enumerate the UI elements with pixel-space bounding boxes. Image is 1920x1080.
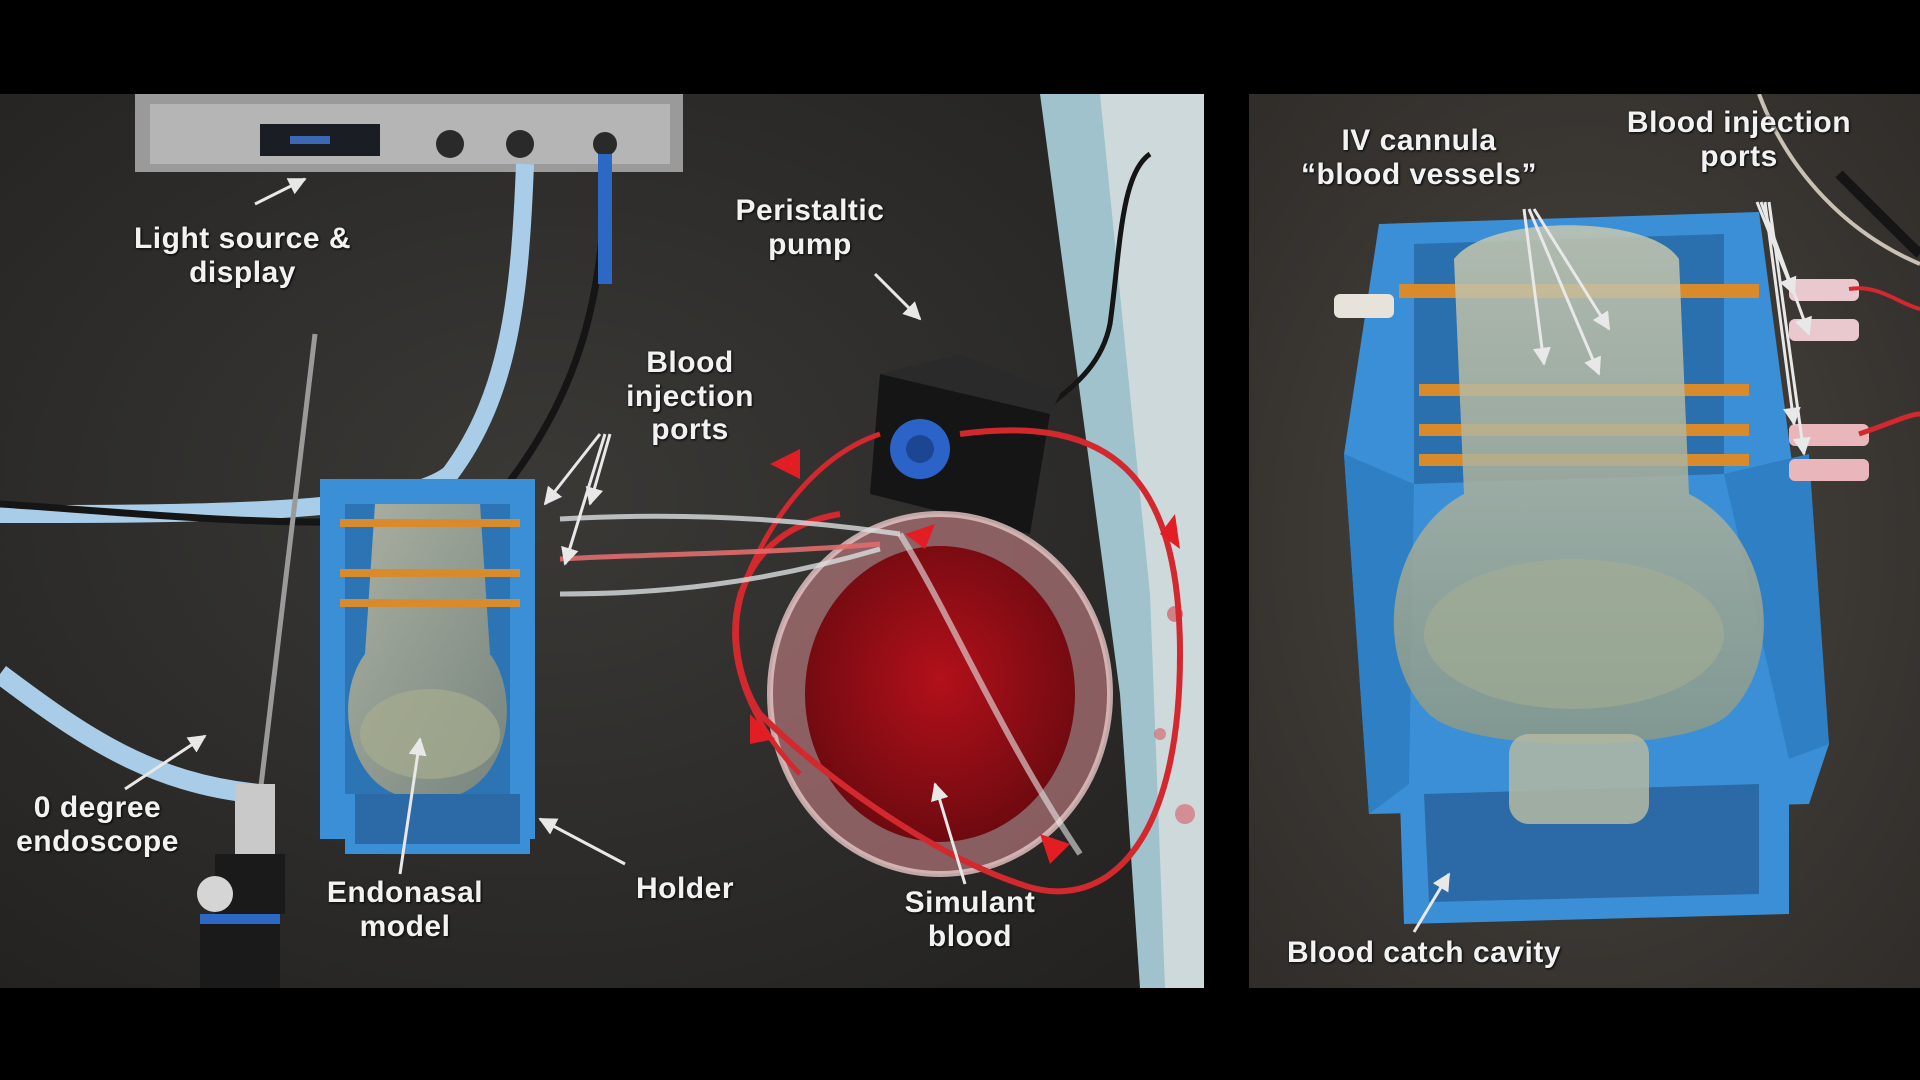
setup-photo-panel: Light source & display Peristaltic pump … — [0, 94, 1204, 988]
annotation-arrows — [124, 177, 967, 885]
endonasal-model — [1393, 225, 1764, 824]
light-source-device — [135, 94, 683, 172]
holder-closeup-panel: IV cannula “blood vessels” Blood injecti… — [1249, 94, 1920, 988]
setup-photo — [0, 94, 1204, 988]
label-blood-catch-cavity: Blood catch cavity — [1286, 936, 1562, 969]
label-light-source: Light source & display — [133, 222, 351, 289]
label-iv-cannula: IV cannula “blood vessels” — [1301, 124, 1537, 191]
peristaltic-pump — [870, 354, 1060, 534]
label-peristaltic-pump: Peristaltic pump — [735, 194, 885, 261]
holder-closeup-photo — [1249, 94, 1920, 988]
camera-cable — [0, 665, 261, 804]
label-blood-injection-ports: Blood injection ports — [626, 346, 754, 447]
label-holder: Holder — [635, 872, 734, 905]
label-zero-degree-endoscope: 0 degree endoscope — [16, 791, 179, 858]
simulant-blood-container — [767, 511, 1113, 877]
label-simulant-blood: Simulant blood — [904, 886, 1036, 953]
annotation-arrows — [1412, 201, 1812, 933]
endoscope — [197, 333, 318, 988]
label-blood-injection-ports-right: Blood injection ports — [1626, 106, 1852, 173]
label-endonasal-model: Endonasal model — [326, 876, 484, 943]
